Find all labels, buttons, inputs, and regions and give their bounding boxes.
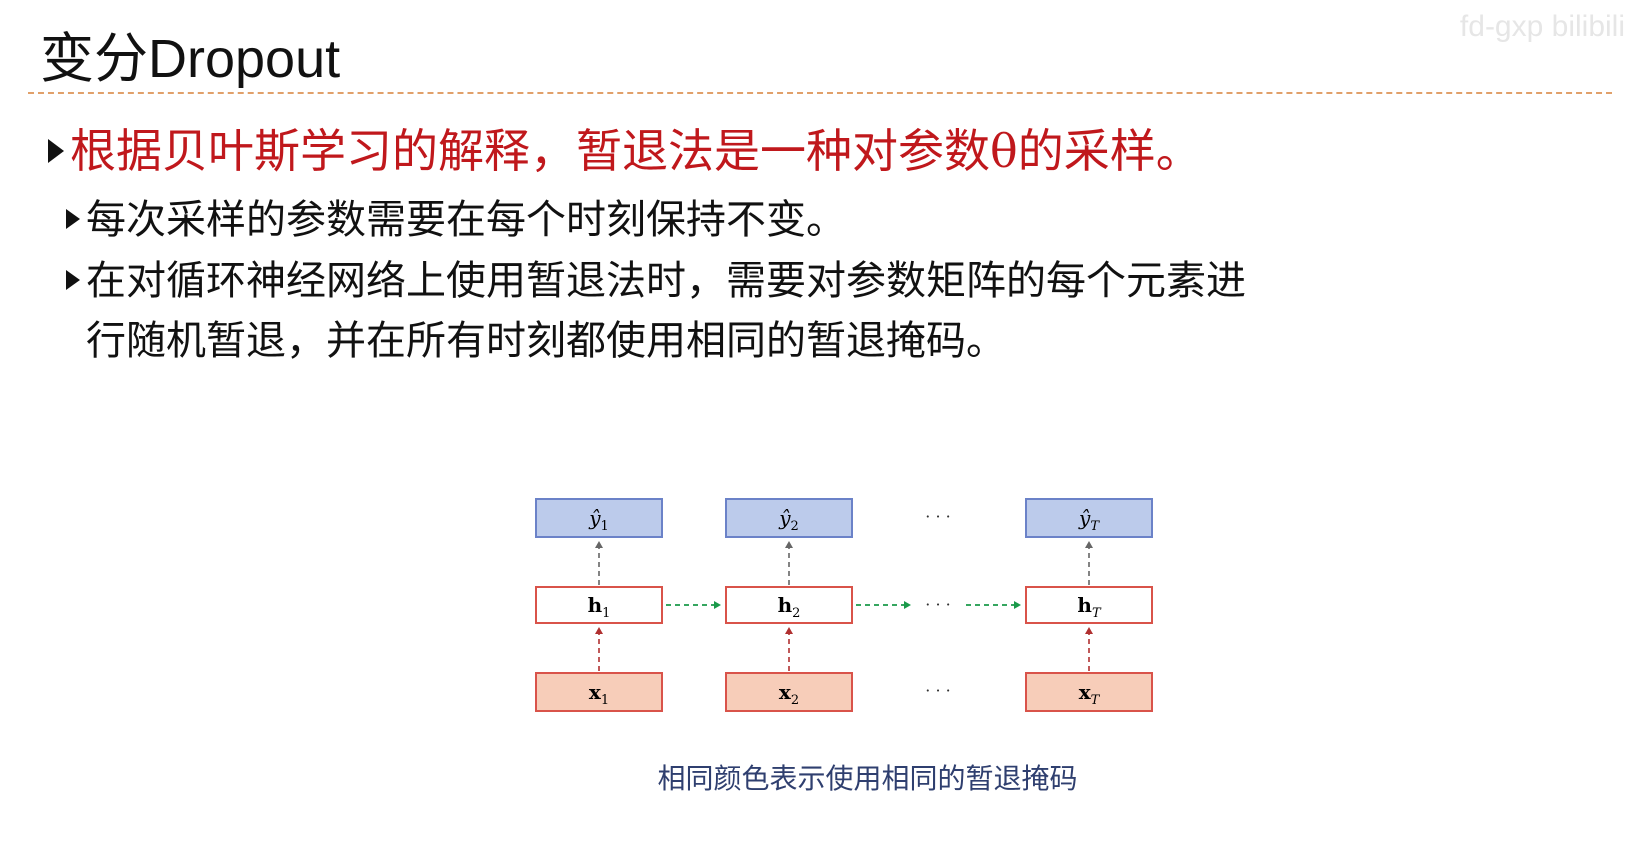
input-label-2: x2 [779,680,799,708]
ellipsis-hidden: · · · [925,595,950,614]
bullet-2: 每次采样的参数需要在每个时刻保持不变。 [66,187,846,245]
input-node-T [1025,672,1153,712]
title-divider [28,92,1612,94]
slide-title: 变分Dropout [40,29,341,89]
hidden-label-2: h2 [778,593,801,621]
hidden-label-1: h1 [588,593,611,621]
bullet-triangle-icon [48,139,64,163]
hidden-node-2 [725,586,853,624]
input-node-2 [725,672,853,712]
output-label-2: ŷ2 [778,506,799,534]
bullet-3: 在对循环神经网络上使用暂退法时，需要对参数矩阵的每个元素进 [66,248,1246,306]
bullet-3-continuation: 行随机暂退，并在所有时刻都使用相同的暂退掩码。 [86,308,1006,366]
input-label-T: xT [1079,680,1101,708]
output-label-1: ŷ1 [588,506,609,534]
ellipsis-output: · · · [925,507,950,526]
bullet-1: 根据贝叶斯学习的解释，暂退法是一种对参数θ的采样。 [48,115,1202,181]
output-node-2 [725,498,853,538]
watermark: fd-gxp bilibili [1459,10,1625,43]
diagram-caption: 相同颜色表示使用相同的暂退掩码 [657,762,1078,795]
bullet-2-text: 每次采样的参数需要在每个时刻保持不变。 [86,197,846,243]
output-node-1 [535,498,663,538]
input-node-1 [535,672,663,712]
input-label-1: x1 [589,680,609,708]
bullet-3-text-line1: 在对循环神经网络上使用暂退法时，需要对参数矩阵的每个元素进 [86,258,1246,304]
rnn-dropout-diagram: ŷ1 h1 x1 ŷ2 h2 x2 ŷT hT xT · · · · · · ·… [535,498,1153,712]
hidden-node-1 [535,586,663,624]
bullet-1-text: 根据贝叶斯学习的解释，暂退法是一种对参数θ的采样。 [70,124,1202,178]
output-node-T [1025,498,1153,538]
bullet-triangle-icon [66,270,80,290]
ellipsis-input: · · · [925,681,950,700]
hidden-label-T: hT [1077,593,1102,621]
output-label-T: ŷT [1078,506,1100,534]
bullet-triangle-icon [66,209,80,229]
bullet-3-text-line2: 行随机暂退，并在所有时刻都使用相同的暂退掩码。 [86,318,1006,364]
hidden-node-T [1025,586,1153,624]
